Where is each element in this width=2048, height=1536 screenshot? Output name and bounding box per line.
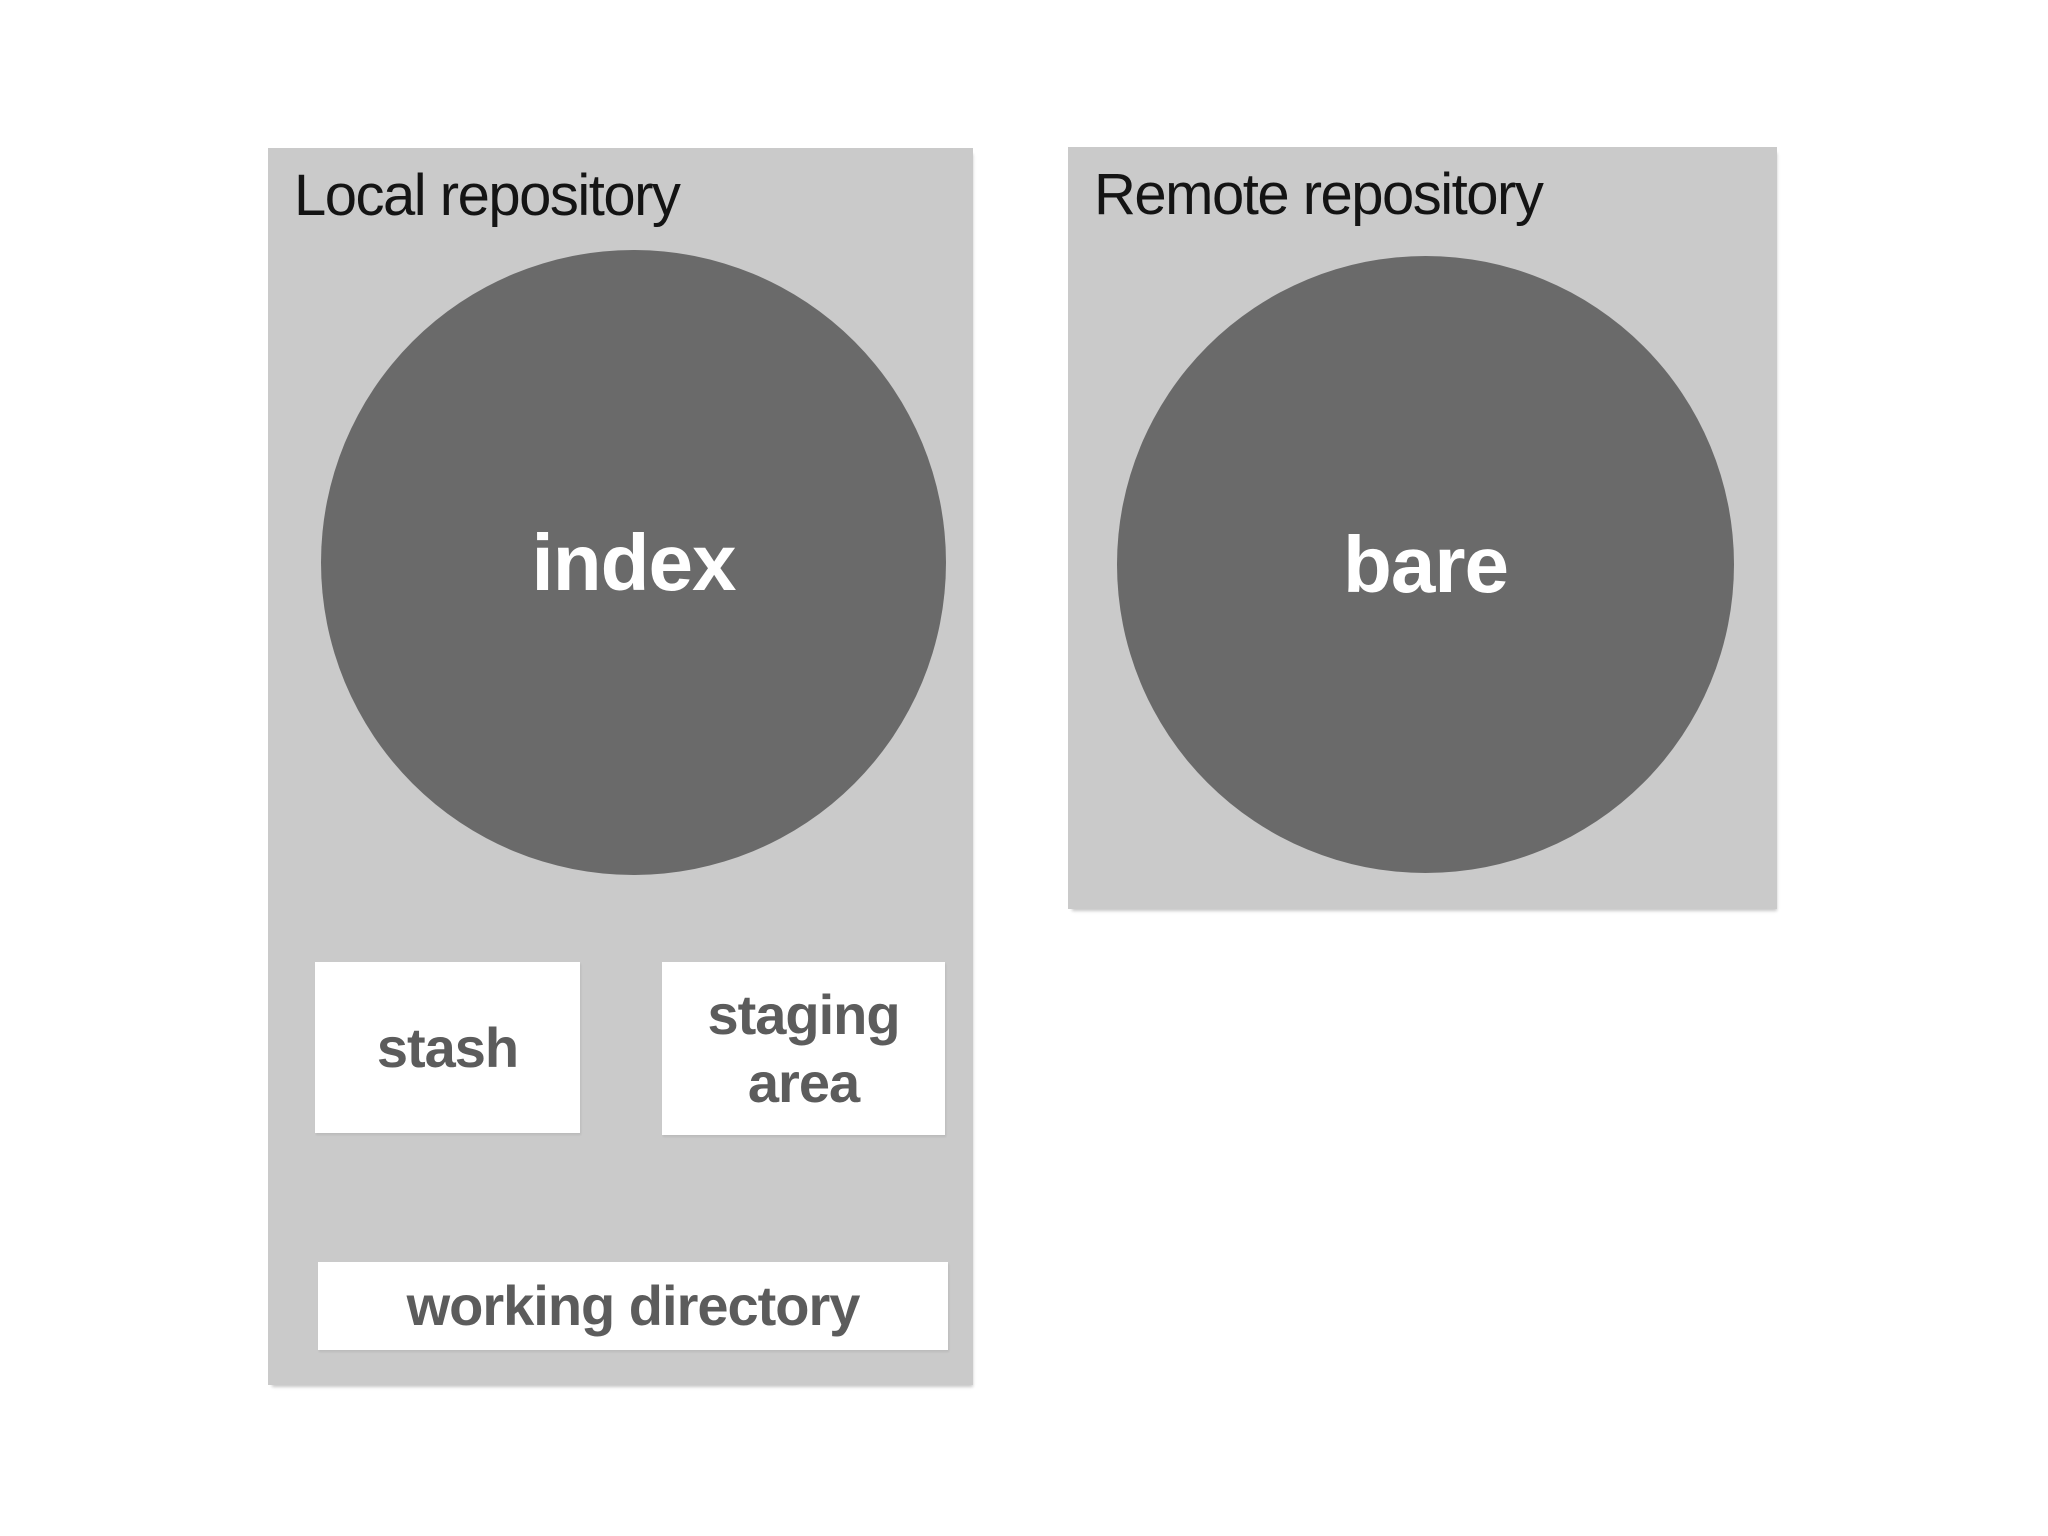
staging-area-box: staging area <box>662 962 945 1135</box>
remote-repository-panel: Remote repository bare <box>1068 147 1777 909</box>
index-circle-label: index <box>531 517 737 607</box>
local-repository-panel: Local repository index stash staging are… <box>268 148 973 1385</box>
stash-box: stash <box>315 962 580 1133</box>
working-directory-box: working directory <box>318 1262 948 1350</box>
bare-circle-label: bare <box>1343 519 1509 609</box>
staging-area-label: staging area <box>707 983 900 1114</box>
working-directory-label: working directory <box>406 1274 861 1338</box>
stash-label: stash <box>376 1015 519 1079</box>
bare-circle: bare <box>1117 256 1734 873</box>
remote-repository-title: Remote repository <box>1094 162 1544 227</box>
local-repository-title: Local repository <box>294 163 681 228</box>
index-circle: index <box>321 250 946 875</box>
